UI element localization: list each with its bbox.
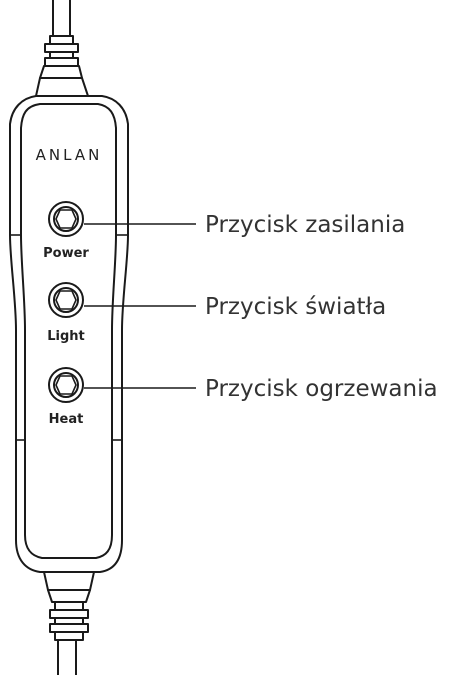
bottom-cable: [57, 639, 77, 675]
power-button[interactable]: [48, 201, 84, 237]
light-callout-text: Przycisk światła: [205, 294, 386, 320]
light-button-label: Light: [47, 329, 85, 344]
top-connector: [35, 35, 89, 97]
light-button[interactable]: [48, 282, 84, 318]
top-cable: [52, 0, 71, 37]
power-callout-text: Przycisk zasilania: [205, 212, 405, 238]
brand-label: ANLAN: [36, 146, 103, 164]
remote-body: [9, 95, 129, 573]
heat-button-label: Heat: [49, 412, 84, 427]
heat-button[interactable]: [48, 367, 84, 403]
bottom-connector: [43, 571, 95, 641]
heat-callout-text: Przycisk ogrzewania: [205, 376, 438, 402]
power-button-label: Power: [43, 246, 89, 261]
